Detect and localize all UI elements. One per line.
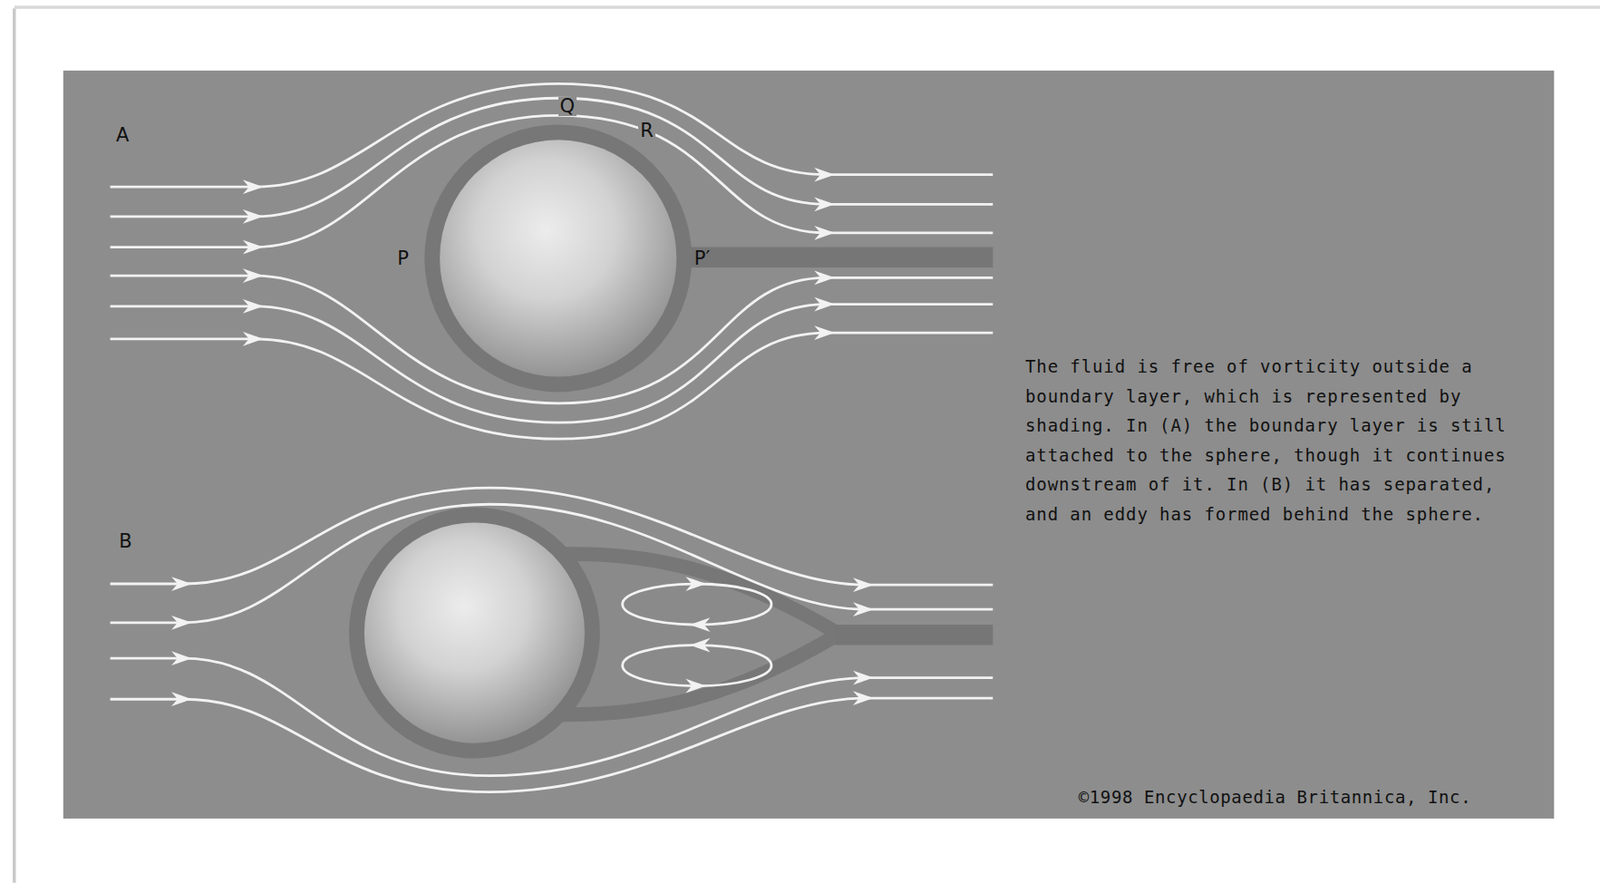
arrowhead — [685, 678, 707, 694]
eddy-loop — [622, 583, 772, 625]
arrowhead — [853, 601, 874, 617]
streamline — [110, 332, 994, 439]
arrowhead — [685, 576, 707, 592]
arrowhead — [853, 577, 874, 592]
arrowhead — [853, 670, 874, 686]
sphere — [439, 139, 677, 377]
arrowhead — [242, 209, 264, 224]
arrowhead — [242, 240, 264, 255]
arrowhead — [689, 638, 711, 653]
streamline — [110, 698, 994, 793]
arrowhead — [171, 650, 193, 666]
arrowhead — [242, 179, 264, 194]
arrowhead — [853, 690, 874, 706]
frame-line — [14, 5, 1600, 9]
arrowhead — [242, 331, 264, 347]
arrowhead — [814, 225, 835, 241]
copyright-note: ©1998 Encyclopaedia Britannica, Inc. — [1078, 786, 1472, 807]
part-label: P — [397, 249, 409, 269]
streamline — [110, 658, 994, 776]
arrowhead — [814, 196, 835, 212]
wake-band — [834, 624, 993, 646]
streamline — [110, 504, 994, 623]
arrowhead — [171, 691, 193, 707]
sphere — [364, 522, 585, 743]
part-label: Q — [558, 96, 578, 117]
arrowhead — [242, 268, 264, 283]
boundary-layer — [424, 124, 692, 392]
arrowhead — [814, 325, 835, 340]
caption-text: The fluid is free of vorticity outside a… — [1025, 351, 1520, 530]
part-label: A — [116, 126, 129, 146]
panel — [63, 70, 1555, 819]
arrowhead — [814, 270, 835, 285]
frame-line — [12, 8, 16, 883]
streamline — [110, 487, 994, 585]
wake-band — [685, 247, 993, 269]
arrowhead — [814, 167, 835, 183]
boundary-layer — [349, 507, 601, 759]
eddy — [622, 583, 772, 687]
arrowhead — [171, 576, 193, 592]
arrowhead — [814, 297, 835, 312]
streamline — [110, 115, 994, 247]
part-label: P′ — [694, 249, 710, 269]
arrowhead — [242, 299, 264, 314]
streamline — [110, 304, 994, 424]
part-label: B — [118, 532, 132, 552]
arrowhead — [171, 615, 193, 631]
part-label: R — [638, 121, 656, 141]
arrowhead — [689, 617, 711, 632]
eddy-loop — [622, 645, 772, 687]
